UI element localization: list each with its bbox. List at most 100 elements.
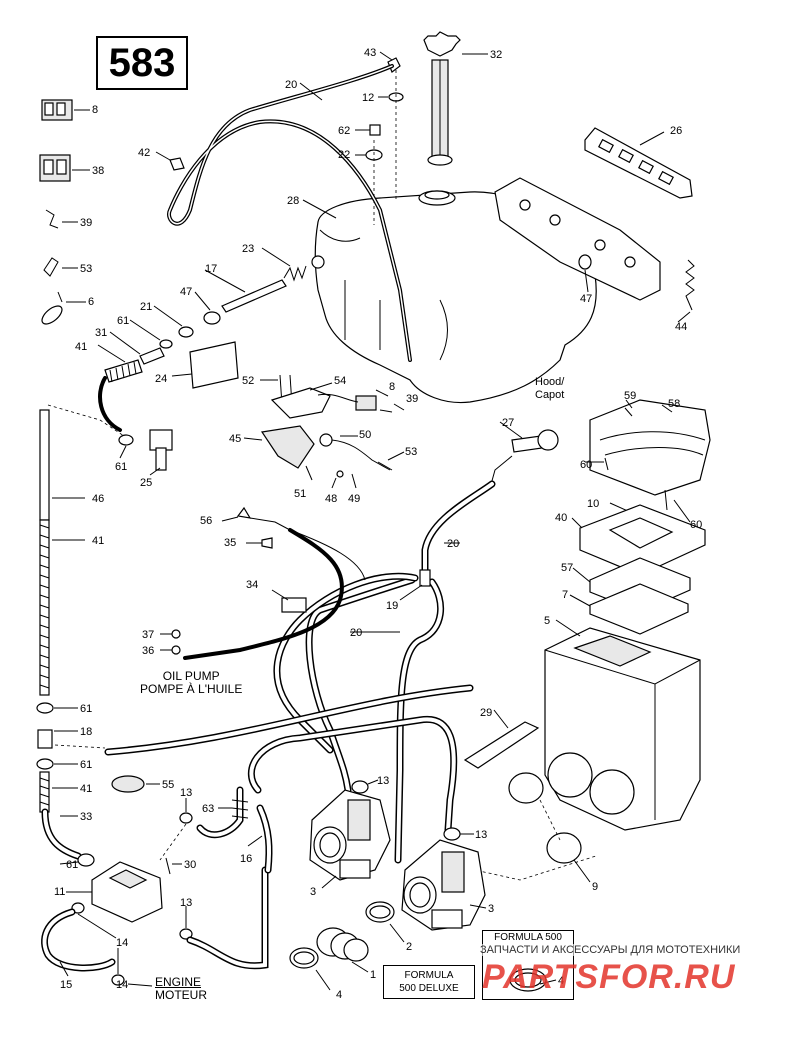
part-22-grommet <box>355 149 383 161</box>
part-47-bushing <box>194 291 221 325</box>
pn-38: 38 <box>92 165 104 177</box>
pn-10: 10 <box>587 498 599 510</box>
pn-41-a: 41 <box>75 341 87 353</box>
pn-14-b: 14 <box>116 979 128 991</box>
part-2-clamp <box>365 901 405 943</box>
pn-44: 44 <box>675 321 687 333</box>
part-47-grommet-right <box>578 254 592 293</box>
pn-12: 12 <box>362 92 374 104</box>
part-51-screw <box>305 465 313 481</box>
pn-50: 50 <box>359 429 371 441</box>
watermark-tagline: ЗАПЧАСТИ И АКСЕССУАРЫ ДЛЯ МОТОТЕХНИКИ <box>480 944 790 956</box>
part-13-clamp-b <box>179 906 193 940</box>
part-53-clip <box>43 257 78 277</box>
oil-pump-en: OIL PUMP <box>162 669 220 683</box>
formula-deluxe-line1: FORMULA <box>404 970 454 981</box>
part-54-switch-bracket <box>270 382 333 419</box>
pn-37: 37 <box>142 629 154 641</box>
pn-18: 18 <box>80 726 92 738</box>
part-49-screw <box>351 473 357 489</box>
part-32-fuel-gauge <box>423 31 488 166</box>
pn-46: 46 <box>92 493 104 505</box>
pn-13-c: 13 <box>475 829 487 841</box>
part-5-silencer-box <box>544 619 701 831</box>
part-46-hose <box>39 409 50 521</box>
page-number-box: 583 <box>96 36 188 90</box>
formula-500-label: FORMULA 500 <box>494 932 562 943</box>
pn-2: 2 <box>406 941 412 953</box>
part-17-shaft <box>204 269 287 313</box>
engine-label: ENGINE MOTEUR <box>155 976 207 1002</box>
part-23-spring <box>261 247 307 282</box>
pn-39-mid: 39 <box>406 393 418 405</box>
part-27-throttle-cable-end <box>499 421 559 453</box>
pn-15: 15 <box>60 979 72 991</box>
part-13-clamp-carb2 <box>443 827 474 841</box>
pn-41-b: 41 <box>92 535 104 547</box>
pn-43: 43 <box>364 47 376 59</box>
pn-3-left: 3 <box>310 886 316 898</box>
pn-16: 16 <box>240 853 252 865</box>
pn-4-formula: 4 <box>558 975 564 987</box>
part-39-terminal-mid <box>379 403 405 413</box>
part-31-fitting <box>109 331 165 365</box>
pn-19: 19 <box>386 600 398 612</box>
pn-52: 52 <box>242 375 254 387</box>
pn-47-right: 47 <box>580 293 592 305</box>
pn-13-a: 13 <box>377 775 389 787</box>
part-13-clamp-carb1 <box>351 779 379 794</box>
part-28-fuel-tank <box>311 190 597 404</box>
part-3-carburetor-right <box>401 839 487 931</box>
pn-34: 34 <box>246 579 258 591</box>
pn-4-left: 4 <box>336 989 342 1001</box>
part-4-clamp-formula <box>509 968 557 992</box>
hood-label: Hood/ Capot <box>535 376 564 402</box>
part-38-connector <box>39 154 90 182</box>
part-61-clamp-petcock <box>118 434 134 459</box>
part-15-hose <box>41 908 116 977</box>
part-4-clamp-left <box>289 947 331 991</box>
part-41-upper-hose <box>97 344 143 383</box>
oil-pump-fr: POMPE À L'HUILE <box>140 682 243 696</box>
formula-500-deluxe-box: FORMULA 500 DELUXE <box>383 965 475 999</box>
pn-9: 9 <box>592 881 598 893</box>
pn-49: 49 <box>348 493 360 505</box>
pn-28: 28 <box>287 195 299 207</box>
pn-11: 11 <box>54 886 65 898</box>
part-24-label <box>171 341 239 389</box>
pn-45: 45 <box>229 433 241 445</box>
part-9-adaptor <box>508 772 591 883</box>
part-60-screw-right <box>664 489 691 523</box>
pn-47-left: 47 <box>180 286 192 298</box>
pn-1: 1 <box>370 969 376 981</box>
part-60-screw <box>585 457 609 471</box>
pn-5: 5 <box>544 615 550 627</box>
pn-51: 51 <box>294 488 306 500</box>
part-48-washer <box>331 470 344 489</box>
hood-en: Hood/ <box>535 376 565 388</box>
pn-20-mid: 20 <box>447 538 459 550</box>
part-7-plate <box>569 583 689 635</box>
pn-33: 33 <box>80 811 92 823</box>
part-56-clip <box>221 506 252 522</box>
pn-55: 55 <box>162 779 174 791</box>
part-61-clamp-pump <box>59 853 95 867</box>
pn-13-d: 13 <box>180 897 192 909</box>
pn-29: 29 <box>480 707 492 719</box>
pn-14-a: 14 <box>116 937 128 949</box>
part-55-cap <box>111 775 160 793</box>
part-40-filter <box>571 504 706 576</box>
part-45-cover <box>243 425 315 469</box>
part-6-tie <box>41 291 86 325</box>
page-number: 583 <box>108 40 176 85</box>
part-21-bushing <box>153 305 194 338</box>
part-14-clamps <box>71 902 125 986</box>
pn-59: 59 <box>624 390 636 402</box>
pn-27: 27 <box>502 417 514 429</box>
part-44-spring <box>677 259 695 323</box>
pn-63: 63 <box>202 803 214 815</box>
formula-500-box: FORMULA 500 <box>482 930 574 1000</box>
formula-deluxe-line2: 500 DELUXE <box>399 983 459 994</box>
